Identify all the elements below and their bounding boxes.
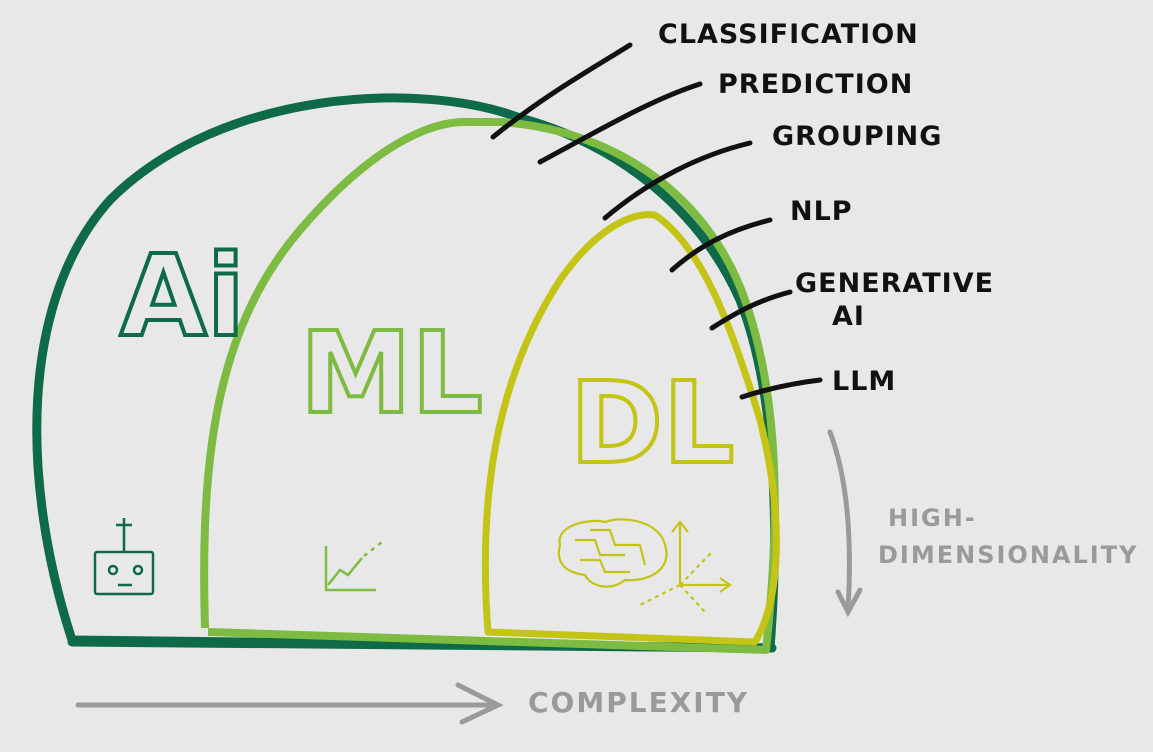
label-generative: GENERATIVE bbox=[795, 268, 994, 299]
nlp-leader bbox=[669, 217, 773, 273]
dl-title: DL bbox=[570, 359, 734, 489]
brain-network-icon bbox=[557, 518, 732, 613]
ml-region-outline bbox=[200, 117, 779, 654]
axis-vertical-line2: DIMENSIONALITY bbox=[878, 541, 1138, 569]
generative-ai-leader bbox=[709, 289, 793, 331]
label-nlp: NLP bbox=[790, 196, 853, 227]
prediction-leader bbox=[537, 81, 703, 165]
classification-leader bbox=[490, 42, 633, 140]
label-classification: CLASSIFICATION bbox=[658, 19, 919, 50]
axis-horizontal-label: COMPLEXITY bbox=[528, 686, 749, 719]
axis-vertical-line1: HIGH- bbox=[888, 504, 977, 532]
line-chart-icon bbox=[324, 541, 383, 592]
label-llm: LLM bbox=[832, 366, 896, 397]
grouping-leader bbox=[602, 140, 753, 221]
label-prediction: PREDICTION bbox=[718, 69, 913, 100]
complexity-arrow bbox=[75, 682, 504, 725]
high-dimensionality-arrow bbox=[827, 429, 863, 618]
llm-leader bbox=[739, 377, 823, 400]
robot-icon bbox=[93, 518, 155, 596]
ml-title: ML bbox=[300, 309, 483, 439]
ai-title: Ai bbox=[120, 232, 245, 362]
dl-region-outline bbox=[481, 211, 780, 646]
label-ai: AI bbox=[832, 301, 865, 332]
label-grouping: GROUPING bbox=[772, 121, 942, 152]
